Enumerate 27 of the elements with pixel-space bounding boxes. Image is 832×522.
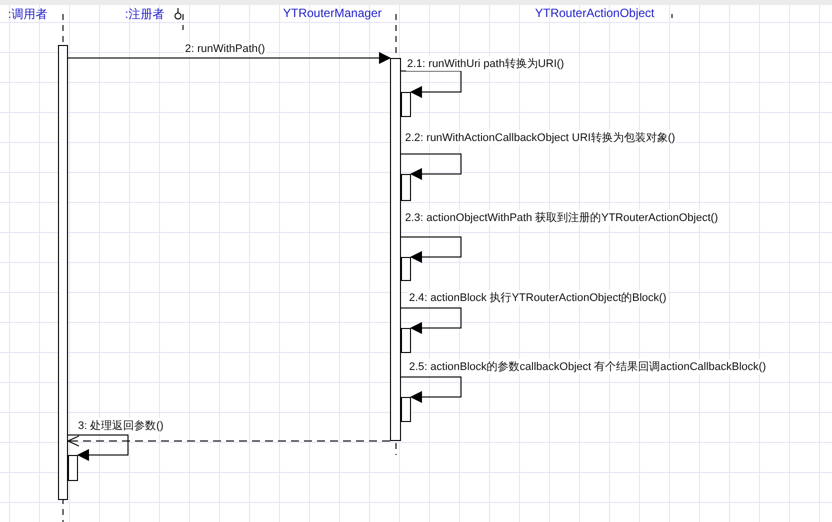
message-label: 2: runWithPath() <box>184 43 266 55</box>
activation-bar <box>401 174 411 201</box>
message-arrow <box>400 376 462 403</box>
message-arrow <box>68 52 391 64</box>
activation-bar <box>401 328 411 353</box>
return-arrow <box>68 436 390 446</box>
activation-bar <box>401 257 411 281</box>
participant-label: :注册者 <box>125 6 164 23</box>
message-arrow <box>400 236 462 263</box>
message-label: 2.1: runWithUri path转换为URI() <box>406 56 566 71</box>
message-label: 2.4: actionBlock 执行YTRouterActionObject的Block() <box>408 290 668 305</box>
message-arrow <box>400 70 462 98</box>
participant-label: YTRouterManager <box>283 6 382 20</box>
activation-bar <box>58 45 68 500</box>
activation-bar <box>68 455 78 481</box>
participant-label: :调用者 <box>8 6 48 23</box>
activation-bar <box>390 58 401 441</box>
message-arrow <box>400 154 462 180</box>
activation-bar <box>401 397 411 422</box>
message-label: 2.3: actionObjectWithPath 获取到注册的YTRouterActionObject() <box>404 210 719 225</box>
message-label: 2.5: actionBlock的参数callbackObject 有个结果回调actionCallbackBlock() <box>408 359 768 374</box>
message-label: 2.2: runWithActionCallbackObject URI转换为包装对象() <box>404 130 676 145</box>
message-label: 3: 处理返回参数() <box>77 418 165 433</box>
message-arrow <box>68 434 128 461</box>
activation-bar <box>401 92 411 117</box>
message-arrow <box>400 308 462 334</box>
participant-label: YTRouterActionObject <box>535 6 654 20</box>
